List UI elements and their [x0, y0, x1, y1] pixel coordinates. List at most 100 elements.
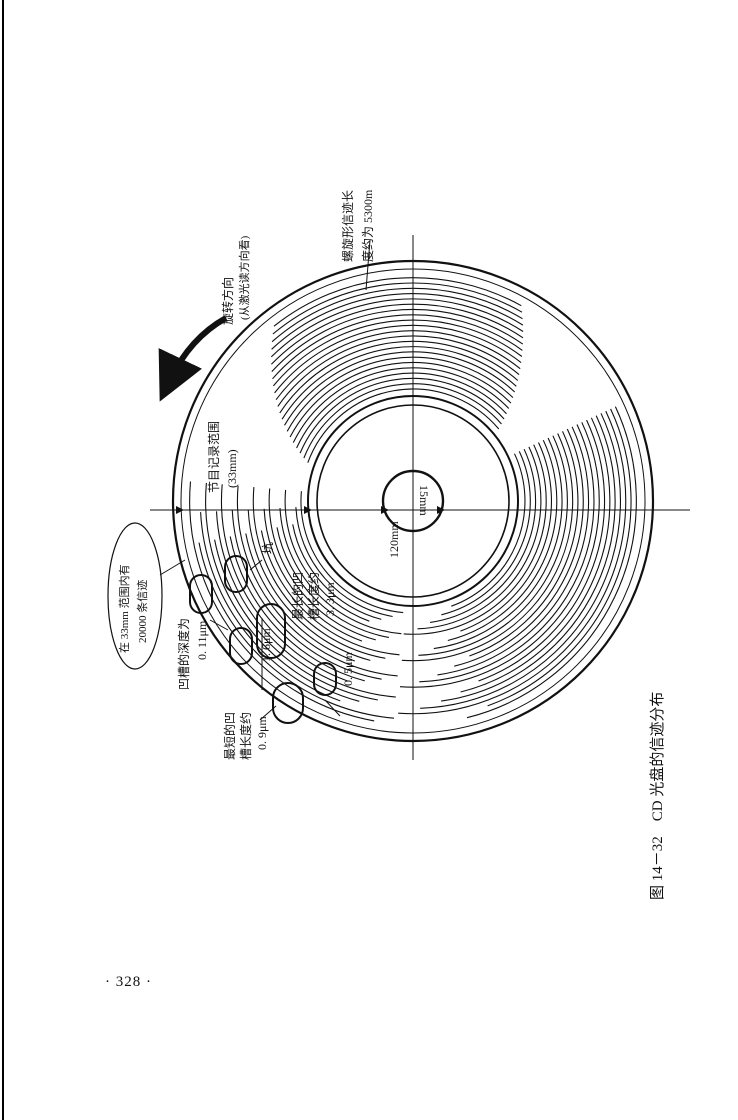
track-ring-arc	[451, 453, 526, 607]
track-ring-arc	[189, 481, 375, 722]
rotation-arrow	[158, 315, 228, 402]
figure-caption: 图 14－32 CD 光盘的信迹分布	[648, 692, 666, 900]
longest-pit-label-2: 槽长度约	[306, 572, 321, 620]
track-ring-arc	[296, 372, 507, 449]
spiral-track-label-1: 螺旋形信迹长	[341, 190, 355, 262]
track-ring-arc	[430, 448, 537, 623]
rotation-note-label: (从激光读方向看)	[237, 235, 251, 320]
pit-depth-leader	[209, 619, 229, 631]
track-ring-arc	[398, 410, 627, 715]
pit-shape	[189, 574, 213, 614]
track-ring-arc	[478, 419, 606, 682]
track-ring-arc	[281, 346, 517, 420]
track-ring-arc	[272, 314, 523, 380]
track-ring-arc	[419, 424, 595, 683]
pit-label: 坑	[260, 542, 275, 554]
pit-depth-label-1: 凹槽的深度为	[176, 618, 191, 690]
track-ring-arc	[229, 536, 365, 682]
track-ring-arc	[205, 482, 360, 702]
track-ring-arc	[403, 444, 547, 635]
track-ring-arc	[433, 437, 563, 650]
track-ring-arc	[454, 428, 584, 667]
track-ring-arc	[279, 340, 519, 414]
track-ring-arc	[307, 388, 500, 463]
track-ring-arc	[399, 422, 600, 688]
track-count-callout	[107, 522, 163, 670]
spiral-leader-line	[365, 239, 371, 291]
shortest-pit-label-3: 0. 9μm	[255, 716, 269, 750]
track-ring-arc	[275, 330, 521, 401]
track-count-label-2: 20000 条信迹	[135, 580, 149, 643]
track-ring-arc	[236, 485, 398, 677]
track-ring-arc	[271, 287, 523, 343]
pit-width-dimension	[324, 699, 341, 717]
track-ring-arc	[271, 308, 524, 372]
track-ring-arc	[487, 408, 632, 707]
track-ring-arc	[437, 426, 590, 676]
track-ring-arc	[441, 451, 531, 616]
track-pitch-label: 1. 6μm	[259, 628, 273, 662]
track-ring-arc	[277, 335, 520, 407]
shortest-pit-label-2: 槽长度约	[238, 712, 253, 760]
track-ring-arc	[299, 377, 505, 454]
track-ring-arc	[268, 488, 376, 641]
pit-leader	[249, 559, 263, 571]
longest-pit-label-3: 3. 3μm	[323, 582, 337, 616]
callout-leader	[159, 559, 186, 576]
track-ring-arc	[460, 417, 611, 693]
track-ring-arc	[247, 509, 371, 661]
pit-details	[189, 555, 337, 724]
pit-shape	[256, 603, 286, 659]
track-ring-arc	[303, 383, 502, 459]
program-area-label-1: 节目记录范围	[207, 421, 221, 493]
rotation-direction-label: 旋转方向	[220, 277, 235, 325]
track-ring-arc	[295, 507, 393, 618]
shortest-pit-leader	[259, 705, 277, 721]
track-ring-arc	[284, 351, 516, 426]
hole-diameter-label: 15mm	[417, 485, 431, 516]
track-ring-arc	[271, 293, 524, 350]
track-ring-arc	[271, 303, 524, 365]
pit-shape	[313, 662, 337, 696]
track-ring-arc	[420, 413, 621, 709]
track-count-label-1: 在 33mm 范围内有	[117, 564, 131, 653]
track-ring-arc	[270, 298, 524, 358]
program-area-label-2: (33mm)	[225, 449, 239, 488]
track-ring-arc	[417, 446, 542, 630]
track-ring-arc	[300, 491, 404, 614]
track-ring-arc	[401, 433, 574, 662]
pit-shape	[224, 555, 248, 593]
track-ring-arc	[447, 439, 558, 642]
pit-shape	[229, 627, 253, 665]
track-ring-arc	[215, 511, 396, 698]
track-ring-arc	[466, 406, 637, 719]
track-ring-arc	[292, 524, 382, 620]
track-ring-arc	[272, 319, 523, 387]
track-ring-arc	[279, 507, 402, 635]
track-ring-arc	[272, 282, 523, 335]
track-ring-arc	[286, 356, 514, 432]
track-ring-arc	[469, 431, 579, 657]
spiral-track-rings	[189, 277, 637, 722]
track-ring-arc	[260, 530, 400, 656]
pit-depth-label-2: 0. 11μm	[195, 620, 209, 660]
track-ring-arc	[263, 508, 363, 642]
pit-width-label: 0. 5μm	[341, 652, 355, 686]
track-ring-arc	[276, 527, 389, 638]
page-number: · 328 ·	[105, 974, 152, 990]
track-ring-arc	[418, 435, 568, 656]
track-ring-arc	[273, 277, 522, 327]
disc-diameter-label: 120mm	[387, 521, 401, 558]
track-ring-arc	[292, 367, 510, 443]
spiral-track-label-2: 度约为 5300m	[360, 189, 375, 262]
page-edge-rule	[2, 0, 4, 1120]
longest-pit-label-1: 最长的凹	[290, 572, 305, 620]
pit-shape	[272, 682, 304, 724]
track-ring-arc	[252, 487, 386, 659]
track-ring-arc	[214, 539, 378, 701]
track-ring-arc	[289, 361, 512, 438]
track-ring-arc	[274, 324, 522, 394]
track-ring-arc	[231, 510, 382, 680]
track-ring-arc	[460, 442, 552, 632]
